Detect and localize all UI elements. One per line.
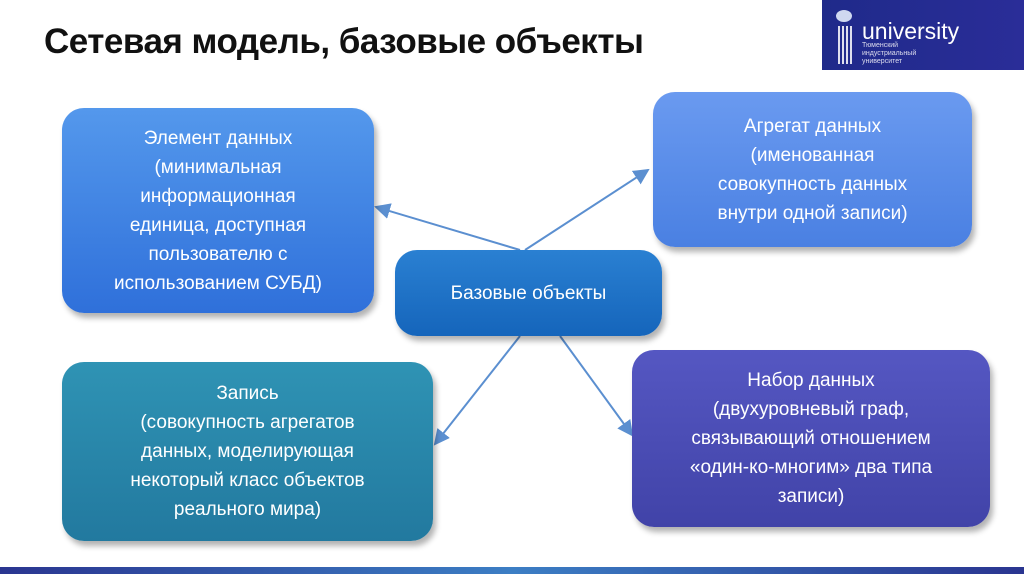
slide-title: Сетевая модель, базовые объекты (44, 22, 644, 61)
text-line: внутри одной записи) (717, 202, 908, 224)
text-line: информационная (140, 185, 296, 207)
text-line: использованием СУБД) (114, 272, 322, 294)
text-line: Агрегат данных (743, 115, 882, 137)
text-line: Элемент данных (143, 127, 293, 149)
text-line: совокупность данных (717, 173, 908, 195)
data-set-box: Набор данных (двухуровневый граф, связыв… (632, 350, 990, 527)
center-label: Базовые объекты (450, 282, 607, 304)
footer-bar (0, 567, 1024, 574)
text-line: записи) (777, 486, 845, 507)
text-line: единица, доступная (129, 214, 307, 236)
text-line: «один-ко-многим» два типа (689, 457, 933, 478)
text-line: (двухуровневый граф, (712, 399, 910, 420)
data-aggregate-box: Агрегат данных (именованная совокупность… (653, 92, 972, 247)
logo-bars-icon (838, 26, 854, 64)
text-line: (именованная (750, 144, 875, 166)
arrow-to-data-set (559, 335, 634, 437)
arrow-to-data-element (374, 203, 521, 251)
university-logo: university Тюменский индустриальный унив… (822, 0, 1024, 70)
globe-icon (836, 10, 852, 22)
text-line: связывающий отношением (691, 428, 931, 449)
text-line: (минимальная (154, 156, 282, 178)
record-box: Запись (совокупность агрегатов данных, м… (62, 362, 433, 541)
logo-subtitle: Тюменский индустриальный университет (862, 42, 917, 65)
data-element-box: Элемент данных (минимальная информационн… (62, 108, 374, 313)
arrow-to-data-aggregate (524, 168, 650, 251)
text-line: реального мира) (173, 499, 322, 520)
logo-name: university (862, 18, 960, 44)
text-line: Набор данных (747, 370, 875, 391)
center-box: Базовые объекты (395, 250, 662, 336)
text-line: Запись (216, 383, 279, 404)
text-line: данных, моделирующая (141, 441, 354, 462)
text-line: (совокупность агрегатов (140, 412, 355, 433)
arrow-to-record (433, 335, 521, 446)
text-line: пользователю с (148, 243, 288, 265)
text-line: некоторый класс объектов (130, 470, 365, 491)
